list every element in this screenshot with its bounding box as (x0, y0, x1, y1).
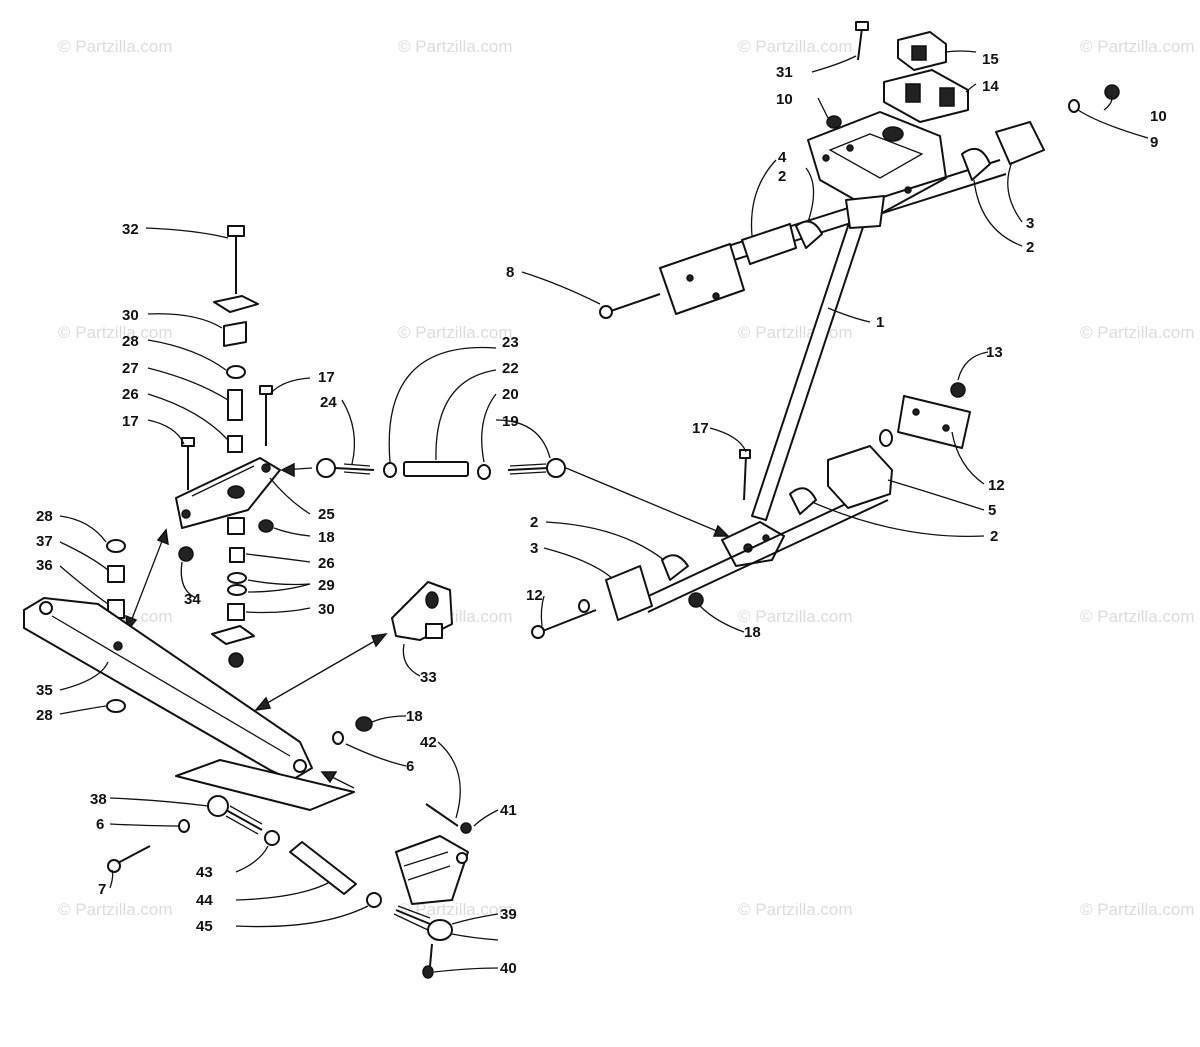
upper-steering-parts (531, 21, 1120, 639)
label-3: 3 (530, 540, 538, 557)
label-20: 20 (502, 386, 519, 403)
label-8: 8 (506, 264, 514, 281)
label-43: 44 (196, 892, 213, 909)
label-2: 2 (778, 168, 786, 185)
watermark: © Partzilla.com (398, 37, 513, 56)
label-29: 30 (122, 307, 139, 324)
label-25: 26 (122, 386, 139, 403)
watermark: © Partzilla.com (738, 323, 853, 342)
label-34: 35 (36, 682, 53, 699)
label-27: 28 (36, 508, 53, 525)
label-2: 2 (530, 514, 538, 531)
watermark: © Partzilla.com (738, 607, 853, 626)
label-18: 18 (744, 624, 761, 641)
label-29: 30 (318, 601, 335, 618)
label-31: 32 (122, 221, 139, 238)
label-7: 7 (98, 881, 106, 898)
label-27: 28 (36, 707, 53, 724)
label-41: 42 (420, 734, 437, 751)
label-12: 12 (526, 587, 543, 604)
label-10: 10 (1150, 108, 1167, 125)
label-39: 40 (500, 960, 517, 977)
label-17: 17 (692, 420, 709, 437)
label-38: 39 (500, 906, 517, 923)
watermark: © Partzilla.com (58, 900, 173, 919)
label-16: 15 (982, 51, 999, 68)
label-14: 13 (986, 344, 1003, 361)
label-33: 34 (184, 591, 201, 608)
label-2: 2 (1026, 239, 1034, 256)
label-17: 17 (318, 369, 335, 386)
label-5: 5 (988, 502, 996, 519)
watermark: © Partzilla.com (398, 323, 513, 342)
label-6: 6 (96, 816, 104, 833)
label-37: 38 (90, 791, 107, 808)
tie-rod-parts (280, 458, 730, 537)
label-32: 33 (420, 669, 437, 686)
label-40: 41 (500, 802, 517, 819)
label-4: 4 (778, 149, 787, 166)
label-30: 31 (776, 64, 793, 81)
label-17: 17 (122, 413, 139, 430)
label-22: 23 (502, 334, 519, 351)
label-2: 2 (990, 528, 998, 545)
watermark: © Partzilla.com (1080, 900, 1195, 919)
label-21: 22 (502, 360, 519, 377)
label-27: 28 (122, 333, 139, 350)
label-3: 3 (1026, 215, 1034, 232)
label-18: 18 (406, 708, 423, 725)
label-15: 14 (982, 78, 999, 95)
label-19: 19 (502, 413, 519, 430)
arm-parts (23, 581, 472, 979)
label-13: 12 (988, 477, 1005, 494)
label-35: 36 (36, 557, 53, 574)
watermark: © Partzilla.com (1080, 323, 1195, 342)
label-10: 10 (776, 91, 793, 108)
label-6: 6 (406, 758, 414, 775)
label-28: 29 (318, 577, 335, 594)
watermark: © Partzilla.com (58, 323, 173, 342)
watermark: © Partzilla.com (1080, 607, 1195, 626)
label-18: 18 (318, 529, 335, 546)
watermark: © Partzilla.com (738, 37, 853, 56)
label-23: 24 (320, 394, 337, 411)
label-44: 45 (196, 918, 213, 935)
label-42: 43 (196, 864, 213, 881)
callout-labels: 31 15 14 10 10 9 4 2 3 2 32 8 30 1 28 23… (36, 51, 1167, 977)
label-26: 27 (122, 360, 139, 377)
watermark: © Partzilla.com (1080, 37, 1195, 56)
label-24: 25 (318, 506, 335, 523)
label-25: 26 (318, 555, 335, 572)
leader-lines (59, 50, 1149, 973)
left-bracket-parts (106, 225, 281, 668)
watermark: © Partzilla.com (738, 900, 853, 919)
label-9: 9 (1150, 134, 1158, 151)
label-1: 1 (876, 314, 884, 331)
watermark: © Partzilla.com (58, 37, 173, 56)
watermark: © Partzilla.com (398, 900, 513, 919)
label-36: 37 (36, 533, 53, 550)
